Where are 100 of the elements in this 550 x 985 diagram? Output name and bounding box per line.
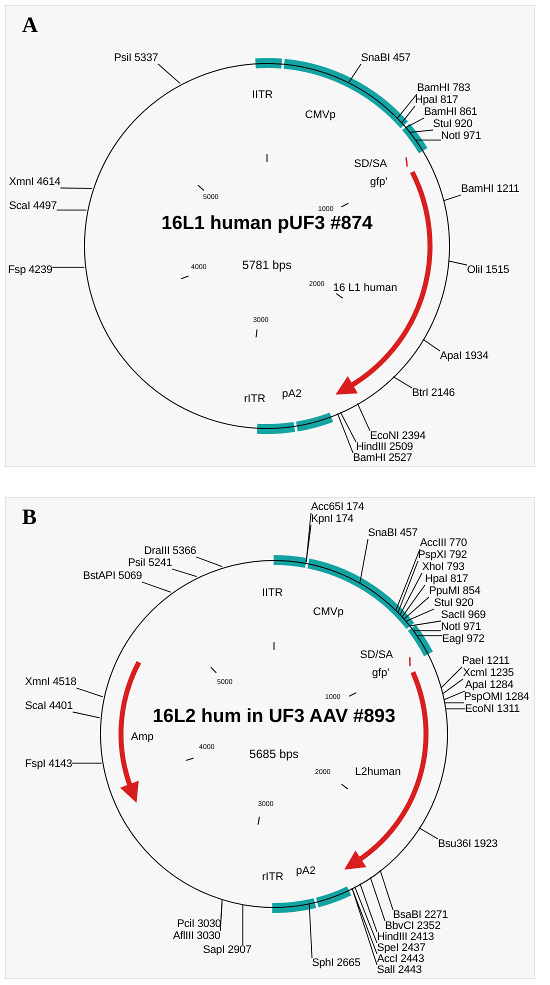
restriction-site-label: BbvCI 2352 (385, 921, 440, 932)
leader-line (337, 413, 354, 454)
restriction-site-label: Bsu36I 1923 (438, 839, 498, 850)
feature-label: pA2 (282, 389, 302, 400)
panel-letter: B (22, 506, 37, 528)
leader-line (158, 64, 181, 84)
leader-line (443, 194, 462, 202)
plasmid-name: 16L2 hum in UF3 AAV #893 (152, 705, 396, 729)
leader-line (172, 568, 198, 578)
restriction-site-label: ApaI 1934 (440, 351, 488, 362)
restriction-site-label: SnaBI 457 (361, 53, 411, 64)
leader-line (348, 64, 362, 82)
restriction-site-label: BamHI 1211 (461, 184, 520, 195)
restriction-site-label: AccIII 770 (420, 538, 467, 549)
leader-line (444, 708, 466, 710)
leader-line (370, 876, 386, 922)
restriction-site-label: NotI 971 (441, 131, 481, 142)
leader-line (418, 827, 438, 840)
restriction-site-label: XcmI 1235 (463, 668, 514, 679)
restriction-site-label: BamHI 2527 (353, 453, 412, 464)
leader-line (416, 635, 442, 636)
leader-line (397, 94, 418, 118)
panel-frame (5, 497, 535, 979)
leader-line (422, 338, 440, 352)
leader-line (340, 412, 356, 442)
leader-line (448, 260, 468, 266)
restriction-site-label: OliI 1515 (467, 265, 510, 276)
restriction-site-label: HpaI 817 (415, 95, 458, 106)
restriction-site-label: PciI 3030 (177, 919, 222, 930)
restriction-site-label: SnaBI 457 (368, 528, 418, 539)
restriction-site-label: BamHI 783 (417, 83, 470, 94)
leader-line (52, 266, 85, 268)
feature-label: Amp (131, 732, 154, 743)
feature-label: CMVp (305, 110, 336, 121)
restriction-site-label: EagI 972 (442, 634, 484, 645)
leader-line (413, 630, 442, 632)
leader-line (396, 548, 420, 610)
feature-label: rITR (244, 394, 266, 405)
restriction-site-label: PspOMI 1284 (464, 692, 530, 703)
restriction-site-label: ScaI 4401 (25, 701, 73, 712)
leader-line (402, 584, 426, 618)
leader-line (242, 904, 244, 946)
feature-label: L2human (355, 767, 401, 778)
restriction-site-label: EcoNI 1311 (465, 704, 520, 715)
feature-label: gfp' (372, 668, 390, 679)
restriction-site-label: XmnI 4614 (9, 177, 60, 188)
leader-line (56, 210, 87, 211)
leader-line (76, 688, 104, 698)
leader-line (410, 130, 434, 133)
leader-line (443, 690, 466, 700)
restriction-site-label: XmnI 4518 (25, 677, 76, 688)
leader-line (220, 898, 223, 932)
restriction-site-label: PpuMI 854 (429, 586, 480, 597)
plasmid-size: 5685 bps (249, 747, 299, 762)
feature-label: pA2 (296, 866, 316, 877)
restriction-site-label: SphI 2665 (312, 958, 360, 969)
leader-line (360, 538, 368, 583)
leader-line (196, 556, 223, 568)
feature-label: gfp' (370, 177, 388, 188)
leader-line (306, 524, 312, 563)
restriction-site-label: FspI 4143 (25, 759, 72, 770)
restriction-site-label: SalI 2443 (377, 965, 422, 976)
restriction-site-label: EcoNI 2394 (370, 431, 426, 442)
restriction-site-label: HindIII 2413 (377, 932, 434, 943)
leader-line (142, 582, 172, 593)
restriction-site-label: BsaBI 2271 (393, 910, 448, 921)
leader-line (410, 620, 442, 626)
feature-label: SD/SA (354, 159, 388, 170)
leader-line (404, 596, 430, 620)
restriction-site-label: Fsp 4239 (8, 265, 52, 276)
restriction-site-label: SapI 2907 (203, 945, 252, 956)
restriction-site-label: ApaI 1284 (465, 680, 514, 691)
panel-letter: A (22, 14, 38, 36)
restriction-site-label: SpeI 2437 (377, 943, 426, 954)
restriction-site-label: ScaI 4497 (9, 201, 57, 212)
feature-label: CMVp (313, 607, 344, 618)
plasmid-name: 16L1 human pUF3 #874 (161, 212, 373, 236)
restriction-site-label: StuI 920 (433, 119, 472, 130)
restriction-site-label: BtrI 2146 (412, 388, 455, 399)
leader-line (392, 376, 412, 388)
leader-line (357, 403, 370, 432)
feature-label: 16 L1 human (333, 283, 398, 294)
leader-line (444, 702, 464, 704)
leader-line (72, 712, 100, 718)
restriction-site-label: PspXI 792 (418, 550, 467, 561)
restriction-site-label: NotI 971 (441, 622, 481, 633)
restriction-site-label: SacII 969 (441, 610, 486, 621)
restriction-site-label: AflIII 3030 (173, 931, 220, 942)
leader-line (308, 902, 312, 958)
restriction-site-label: StuI 920 (434, 598, 474, 609)
leader-line (60, 188, 92, 189)
leader-line (400, 572, 422, 615)
leader-line (72, 762, 102, 764)
feature-label: SD/SA (360, 650, 394, 661)
restriction-site-label: Acc65I 174 (311, 502, 364, 513)
feature-label: rITR (262, 872, 284, 883)
restriction-site-label: BstAPI 5069 (83, 571, 142, 582)
leader-line (398, 560, 418, 613)
restriction-site-label: KpnI 174 (311, 514, 354, 525)
leader-line (406, 608, 434, 622)
